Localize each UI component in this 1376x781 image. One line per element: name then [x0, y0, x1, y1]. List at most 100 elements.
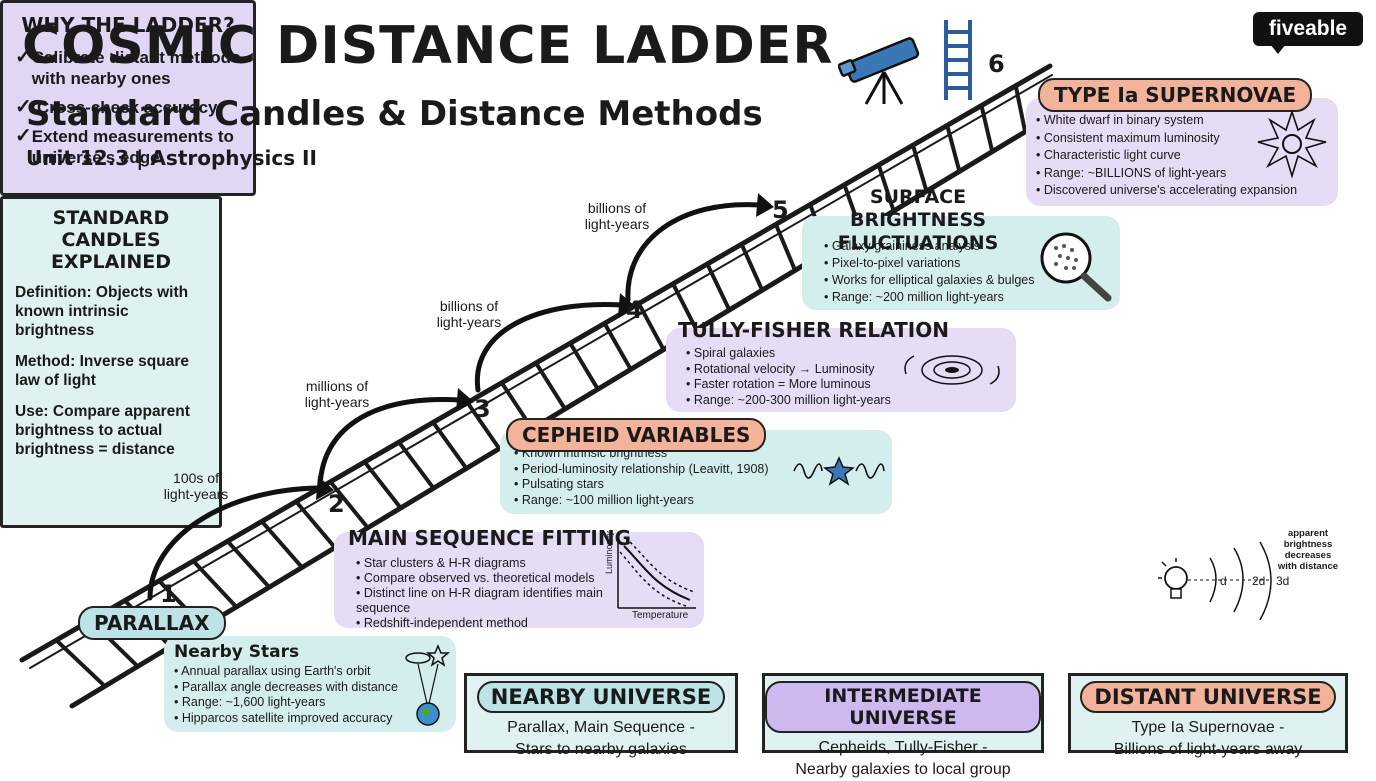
- arrowhead-2: [316, 476, 334, 500]
- surface-brightness-bullet: Pixel-to-pixel variations: [824, 255, 1054, 272]
- main-sequence-panel: Star clusters & H-R diagrams Compare obs…: [334, 532, 704, 631]
- distance-label-billions-2: billions of light-years: [584, 200, 650, 232]
- region-nearby-desc: Parallax, Main Sequence -Stars to nearby…: [507, 719, 695, 758]
- arrow-4-5: [625, 202, 763, 303]
- main-sequence-bullet: Distinct line on H-R diagram identifies …: [356, 586, 606, 616]
- parallax-subtitle: Nearby Stars: [174, 642, 300, 662]
- rung-number-2: 2: [328, 490, 345, 518]
- region-nearby: NEARBY UNIVERSE Parallax, Main Sequence …: [464, 673, 738, 758]
- ladder-rung: [396, 440, 436, 491]
- ladder-rung: [294, 499, 337, 550]
- ladder-rung: [636, 301, 666, 352]
- rung-number-5: 5: [772, 196, 789, 224]
- tully-fisher-bullet: Spiral galaxies: [686, 346, 916, 362]
- parallax-bullet: Range: ~1,600 light-years: [174, 695, 446, 711]
- region-nearby-label: NEARBY UNIVERSE: [476, 681, 726, 713]
- ladder-rung: [979, 103, 995, 154]
- arrow-1-2: [147, 485, 321, 601]
- main-sequence-title: MAIN SEQUENCE FITTING: [348, 526, 631, 550]
- pulsating-star-icon: [793, 456, 885, 486]
- region-distant-desc: Type Ia Supernovae -Billions of light-ye…: [1113, 719, 1303, 758]
- standard-candles-title: STANDARD CANDLES EXPLAINED: [50, 207, 172, 273]
- region-intermediate-label: INTERMEDIATE UNIVERSE: [765, 681, 1041, 733]
- tully-fisher-bullet: Faster rotation = More luminous: [686, 377, 916, 393]
- distance-label-billions-1: billions of light-years: [436, 298, 502, 330]
- ladder-rung: [705, 262, 732, 312]
- why-item: ✓Extend measurements to universe's edge: [15, 125, 234, 168]
- hr-diagram-xlabel: Temperature: [632, 610, 689, 621]
- region-distant-label: DISTANT UNIVERSE: [1080, 681, 1336, 713]
- main-sequence-bullet: Star clusters & H-R diagrams: [356, 556, 606, 571]
- distance-label-millions: millions of light-years: [304, 378, 370, 410]
- ladder-rung: [739, 242, 765, 293]
- ladder-rung: [328, 479, 370, 530]
- ladder-rung: [671, 281, 699, 332]
- main-sequence-bullet: Redshift-independent method: [356, 616, 606, 631]
- tully-fisher-bullet: Rotational velocity → Luminosity: [686, 362, 916, 378]
- ladder-rung: [259, 519, 305, 570]
- why-item: ✓Cross-check accuracy: [15, 96, 218, 118]
- arrowhead-3: [456, 388, 474, 412]
- supernovae-bullet: Characteristic light curve: [1036, 147, 1330, 165]
- parallax-bullet: Hipparcos satellite improved accuracy: [174, 711, 446, 727]
- supernovae-bullet: Range: ~BILLIONS of light-years: [1036, 165, 1330, 183]
- ladder-rung: [945, 123, 962, 174]
- rung-number-6: 6: [988, 50, 1005, 78]
- supernovae-bullet: Consistent maximum luminosity: [1036, 130, 1330, 148]
- region-intermediate-desc: Cepheids, Tully-Fisher -Nearby galaxies …: [795, 739, 1011, 778]
- parallax-panel: Nearby Stars Annual parallax using Earth…: [164, 636, 456, 732]
- ladder-rung: [1013, 83, 1028, 134]
- spiral-galaxy-icon: [904, 355, 1000, 385]
- standard-candles-use: Use: Compare apparent brightness to actu…: [15, 403, 190, 458]
- ladder-rung: [54, 638, 107, 689]
- ladder-rung: [362, 460, 403, 510]
- ladder-rung: [568, 341, 600, 392]
- hr-diagram-icon: [617, 540, 696, 609]
- cepheid-bullet: Range: ~100 million light-years: [514, 493, 804, 509]
- rung-number-1: 1: [160, 580, 177, 608]
- arrowhead-4: [618, 293, 636, 317]
- ladder-rung: [876, 163, 896, 213]
- ladder-rung: [773, 222, 798, 273]
- arrow-3-4: [474, 301, 625, 393]
- ladder-rung: [465, 400, 502, 451]
- ladder-icon: [944, 20, 972, 100]
- check-icon: ✓: [15, 46, 32, 68]
- telescope-icon: [838, 37, 920, 105]
- supernovae-title: TYPE Ia SUPERNOVAE: [1038, 78, 1313, 112]
- check-icon: ✓: [15, 96, 32, 118]
- check-icon: ✓: [15, 125, 32, 147]
- region-intermediate: INTERMEDIATE UNIVERSE Cepheids, Tully-Fi…: [762, 673, 1044, 778]
- page-subtitle: Standard Candles & Distance Methods: [26, 94, 763, 134]
- rung-number-4: 4: [626, 296, 643, 324]
- inverse-square-mark-d: d: [1220, 574, 1227, 588]
- arrow-2-3: [317, 397, 463, 493]
- brand-logo-tail: [1270, 44, 1286, 54]
- cepheid-bullet: Period-luminosity relationship (Leavitt,…: [514, 462, 804, 478]
- distance-label-100s: 100s of light-years: [163, 470, 229, 502]
- parallax-bullet: Parallax angle decreases with distance: [174, 680, 446, 696]
- tully-fisher-bullet: Range: ~200-300 million light-years: [686, 393, 916, 409]
- tully-fisher-title: TULLY-FISHER RELATION: [678, 318, 949, 342]
- unit-label: Unit 12.3 | Astrophysics II: [26, 146, 317, 170]
- why-ladder-panel: WHY THE LADDER? ✓Calibrate distant metho…: [0, 0, 256, 196]
- supernova-burst-icon: [1257, 109, 1327, 179]
- ladder-rung: [602, 321, 633, 372]
- parallax-bullet: Annual parallax using Earth's orbit: [174, 664, 446, 680]
- earth-orbit-icon: [405, 644, 451, 726]
- brand-logo: fiveable: [1253, 12, 1363, 46]
- surface-brightness-title: SURFACE BRIGHTNESS FLUCTUATIONS: [837, 186, 999, 254]
- why-item: ✓Calibrate distant methods with nearby o…: [15, 46, 241, 89]
- standard-candles-method: Method: Inverse square law of light: [15, 353, 189, 389]
- ladder-rung: [534, 361, 567, 411]
- rung-number-3: 3: [474, 395, 491, 423]
- region-distant: DISTANT UNIVERSE Type Ia Supernovae -Bil…: [1068, 673, 1348, 758]
- cepheid-title: CEPHEID VARIABLES: [506, 418, 767, 452]
- inverse-square-mark-3d: 3d: [1276, 574, 1290, 588]
- surface-brightness-bullet: Range: ~200 million light-years: [824, 289, 1054, 306]
- ladder-rung: [225, 539, 272, 590]
- parallax-title: PARALLAX: [78, 606, 226, 640]
- supernovae-bullet: Discovered universe's accelerating expan…: [1036, 182, 1330, 200]
- ladder-rung: [910, 143, 929, 194]
- standard-candles-panel: STANDARD CANDLES EXPLAINED Definition: O…: [0, 196, 222, 528]
